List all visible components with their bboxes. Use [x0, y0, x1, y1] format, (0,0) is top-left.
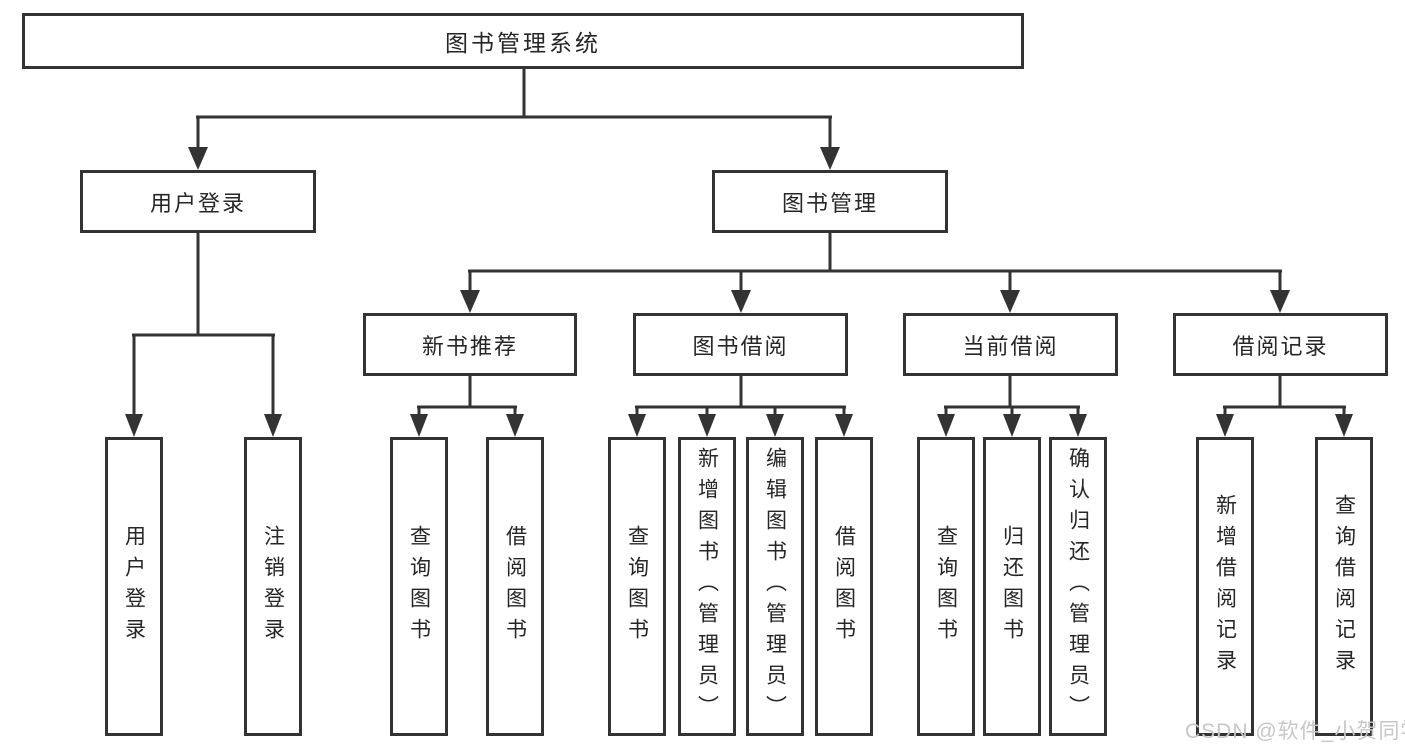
leaf-query-books-current: 查询图书 — [917, 437, 975, 736]
connector-borrowing-records-to-leaves — [1216, 376, 1353, 437]
connector-book-borrowing-to-leaves — [628, 376, 853, 437]
node-new-book-recommendation: 新书推荐 — [363, 313, 577, 376]
connector-user-login-to-leaves — [125, 233, 282, 437]
leaf-query-books-recommend: 查询图书 — [390, 437, 448, 736]
node-library-management-system: 图书管理系统 — [22, 13, 1024, 69]
leaf-edit-books-admin: 编辑图书（管理员） — [746, 437, 804, 736]
leaf-return-books: 归还图书 — [983, 437, 1041, 736]
leaf-borrow-books: 借阅图书 — [815, 437, 873, 736]
connector-book-management-to-level3 — [460, 233, 1290, 313]
node-user-login: 用户登录 — [80, 170, 316, 233]
node-book-management: 图书管理 — [712, 170, 948, 233]
leaf-logout: 注销登录 — [244, 437, 302, 736]
leaf-query-books-borrow: 查询图书 — [608, 437, 666, 736]
connector-root-to-level2 — [188, 68, 840, 170]
leaf-query-borrow-record: 查询借阅记录 — [1315, 437, 1373, 736]
leaf-user-login: 用户登录 — [105, 437, 163, 736]
leaf-confirm-return-admin: 确认归还（管理员） — [1049, 437, 1107, 736]
leaf-add-books-admin: 新增图书（管理员） — [678, 437, 736, 736]
node-book-borrowing: 图书借阅 — [633, 313, 848, 376]
watermark: CSDN @软件_小贺同学 — [1185, 720, 1405, 743]
connector-current-borrowing-to-leaves — [937, 376, 1087, 437]
leaf-add-borrow-record: 新增借阅记录 — [1196, 437, 1254, 736]
connector-new-book-recommendation-to-leaves — [410, 376, 524, 437]
node-borrowing-records: 借阅记录 — [1173, 313, 1388, 376]
leaf-borrow-books-recommend: 借阅图书 — [486, 437, 544, 736]
node-current-borrowing: 当前借阅 — [903, 313, 1118, 376]
